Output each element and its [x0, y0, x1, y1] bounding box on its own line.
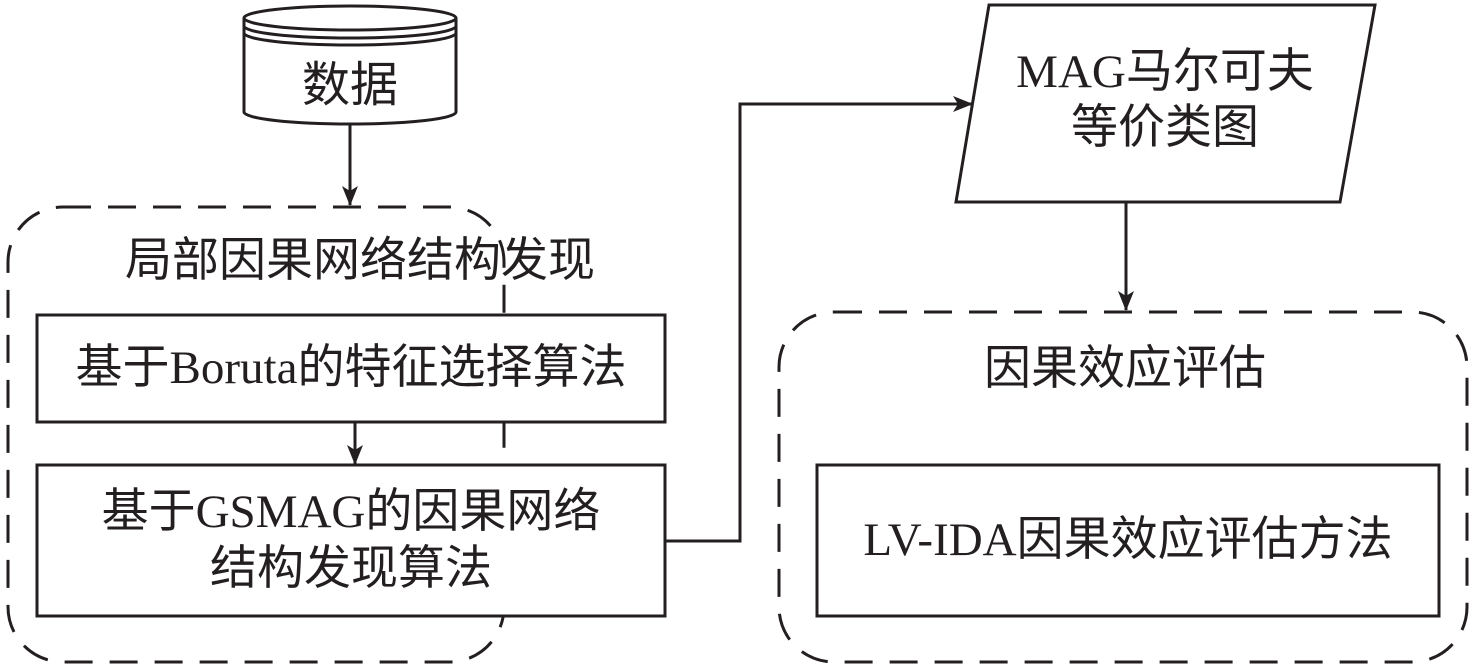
- database-cylinder-icon: [242, 4, 458, 126]
- gsmag-box: [35, 463, 667, 618]
- data-store-label: 数据: [301, 59, 398, 113]
- local-group-title: 局部因果网络结构发现: [125, 234, 595, 287]
- mag-label: MAG马尔可夫 等价类图: [975, 20, 1355, 180]
- gsmag-label-line1: 基于GSMAG的因果网络: [101, 486, 601, 539]
- effect-group-border: [777, 310, 1469, 664]
- arrow-gsmag-to-mag: [665, 96, 973, 543]
- boruta-box: [35, 313, 667, 424]
- mag-label-line1: MAG马尔可夫: [1016, 45, 1314, 98]
- gsmag-label: 基于GSMAG的因果网络 结构发现算法: [37, 465, 665, 616]
- mag-parallelogram: [954, 3, 1377, 204]
- local-discovery-group-border: [6, 205, 506, 664]
- mag-label-line2: 等价类图: [1071, 102, 1259, 154]
- gsmag-label-line2: 结构发现算法: [210, 542, 492, 595]
- effect-group-title: 因果效应评估: [984, 342, 1266, 395]
- boruta-label: 基于Boruta的特征选择算法: [75, 342, 627, 395]
- lvida-box: [815, 463, 1441, 618]
- lvida-label: LV-IDA因果效应评估方法: [863, 514, 1393, 567]
